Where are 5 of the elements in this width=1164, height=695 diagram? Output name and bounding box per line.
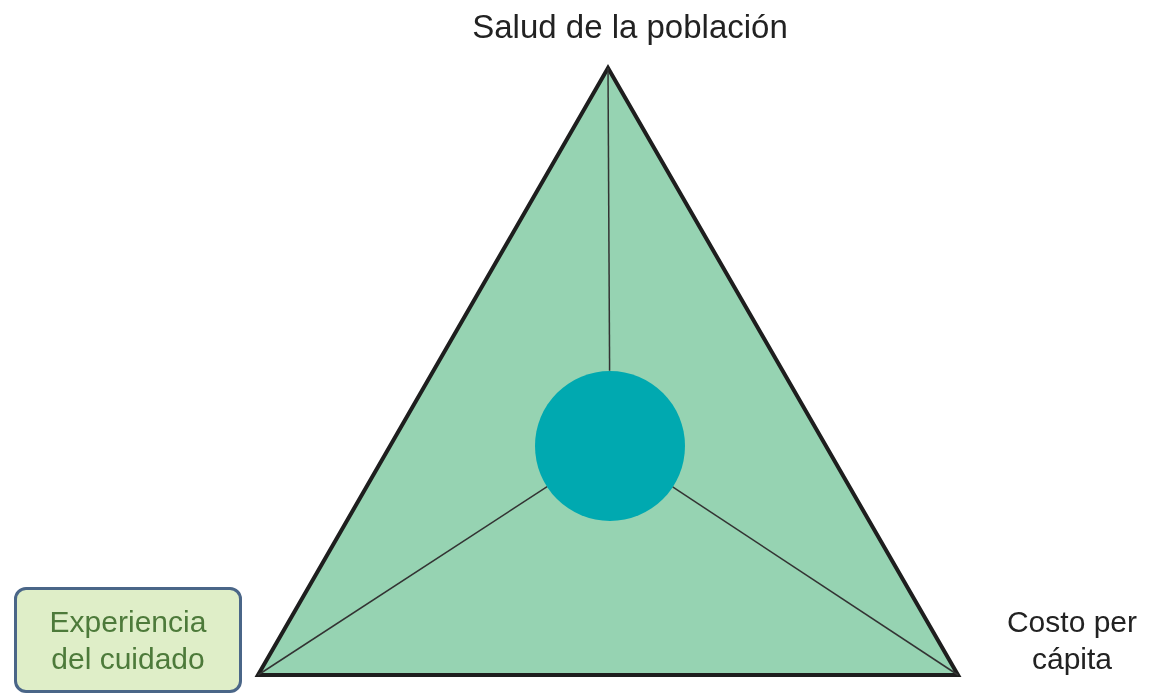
- vertex-label: Costo per cápita: [1005, 603, 1139, 677]
- vertex-label: Experiencia del cuidado: [48, 603, 208, 677]
- center-circle: [535, 370, 685, 521]
- vertex-label: Salud de la población: [472, 7, 788, 48]
- label-box: [14, 587, 242, 693]
